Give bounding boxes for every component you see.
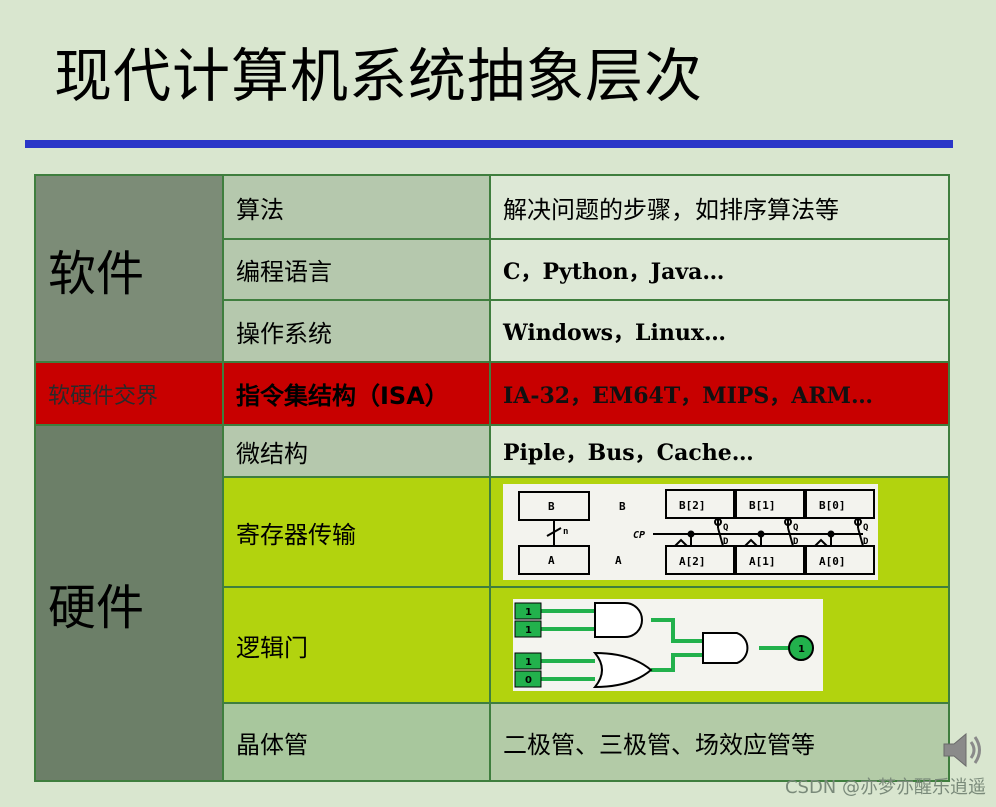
input-4: 0: [525, 675, 532, 686]
layer-desc: 二极管、三极管、场效应管等: [489, 702, 950, 782]
a-cell-1: A[1]: [749, 555, 776, 568]
bus-width-label: n: [563, 527, 568, 537]
table-row: 硬件 微结构 Piple，Bus，Cache…: [34, 424, 950, 782]
table-row: 逻辑门: [35, 586, 950, 704]
hardware-category: 硬件: [34, 424, 224, 782]
bus-b-label: B: [619, 500, 626, 513]
layer-name: 逻辑门: [222, 586, 491, 704]
boundary-label: 软硬件交界: [34, 361, 224, 426]
q-label: Q: [863, 523, 869, 533]
layer-name: 微结构: [222, 424, 491, 478]
table-row: 软件 算法 解决问题的步骤，如排序算法等: [34, 174, 950, 363]
layer-desc: Windows，Linux…: [489, 299, 950, 363]
slide-title: 现代计算机系统抽象层次: [54, 42, 704, 110]
q-label: Q: [793, 523, 799, 533]
table-row-isa: 软硬件交界 指令集结构（ISA） IA-32，EM64T，MIPS，ARM…: [34, 361, 950, 426]
layer-name: 编程语言: [222, 238, 491, 301]
layer-desc: IA-32，EM64T，MIPS，ARM…: [489, 361, 950, 426]
logic-gate-diagram: 1 1 1 0 1: [513, 599, 823, 691]
table-row: 寄存器传输: [35, 476, 950, 588]
d-label: D: [863, 537, 869, 547]
input-3: 1: [525, 657, 532, 668]
title-underline: [25, 140, 953, 148]
watermark: CSDN @亦梦亦醒乐逍遥: [784, 777, 986, 798]
clock-label: CP: [633, 530, 645, 541]
layer-name: 算法: [222, 174, 491, 240]
register-transfer-cell: B A n B A CP B[2] B[1] B[0] A[2] A[1] A[…: [489, 476, 950, 588]
input-1: 1: [525, 607, 532, 618]
a-cell-2: A[2]: [679, 555, 706, 568]
b-cell-2: B[2]: [679, 499, 706, 512]
layer-name: 指令集结构（ISA）: [222, 361, 491, 426]
logic-gate-cell: 1 1 1 0 1: [489, 586, 950, 704]
table-row: 编程语言 C，Python，Java…: [35, 238, 950, 301]
software-category: 软件: [34, 174, 224, 363]
layer-desc: 解决问题的步骤，如排序算法等: [489, 174, 950, 240]
q-label: Q: [723, 523, 729, 533]
input-2: 1: [525, 625, 532, 636]
register-transfer-diagram: B A n B A CP B[2] B[1] B[0] A[2] A[1] A[…: [503, 484, 878, 580]
speaker-icon[interactable]: [940, 728, 984, 772]
bus-a-label: A: [615, 554, 622, 567]
table-row: 操作系统 Windows，Linux…: [35, 299, 950, 363]
output-value: 1: [798, 644, 805, 655]
layer-desc: C，Python，Java…: [489, 238, 950, 301]
table-row: 晶体管 二极管、三极管、场效应管等: [35, 702, 950, 782]
layer-name: 晶体管: [222, 702, 491, 782]
dst-register-label: A: [548, 554, 555, 567]
abstraction-layers-table: 软件 算法 解决问题的步骤，如排序算法等 编程语言 C，Python，Java……: [34, 174, 950, 782]
d-label: D: [793, 537, 799, 547]
layer-desc: Piple，Bus，Cache…: [489, 424, 950, 478]
b-cell-1: B[1]: [749, 499, 776, 512]
layer-name: 寄存器传输: [222, 476, 491, 588]
layer-name: 操作系统: [222, 299, 491, 363]
b-cell-0: B[0]: [819, 499, 846, 512]
src-register-label: B: [548, 500, 555, 513]
a-cell-0: A[0]: [819, 555, 846, 568]
d-label: D: [723, 537, 729, 547]
